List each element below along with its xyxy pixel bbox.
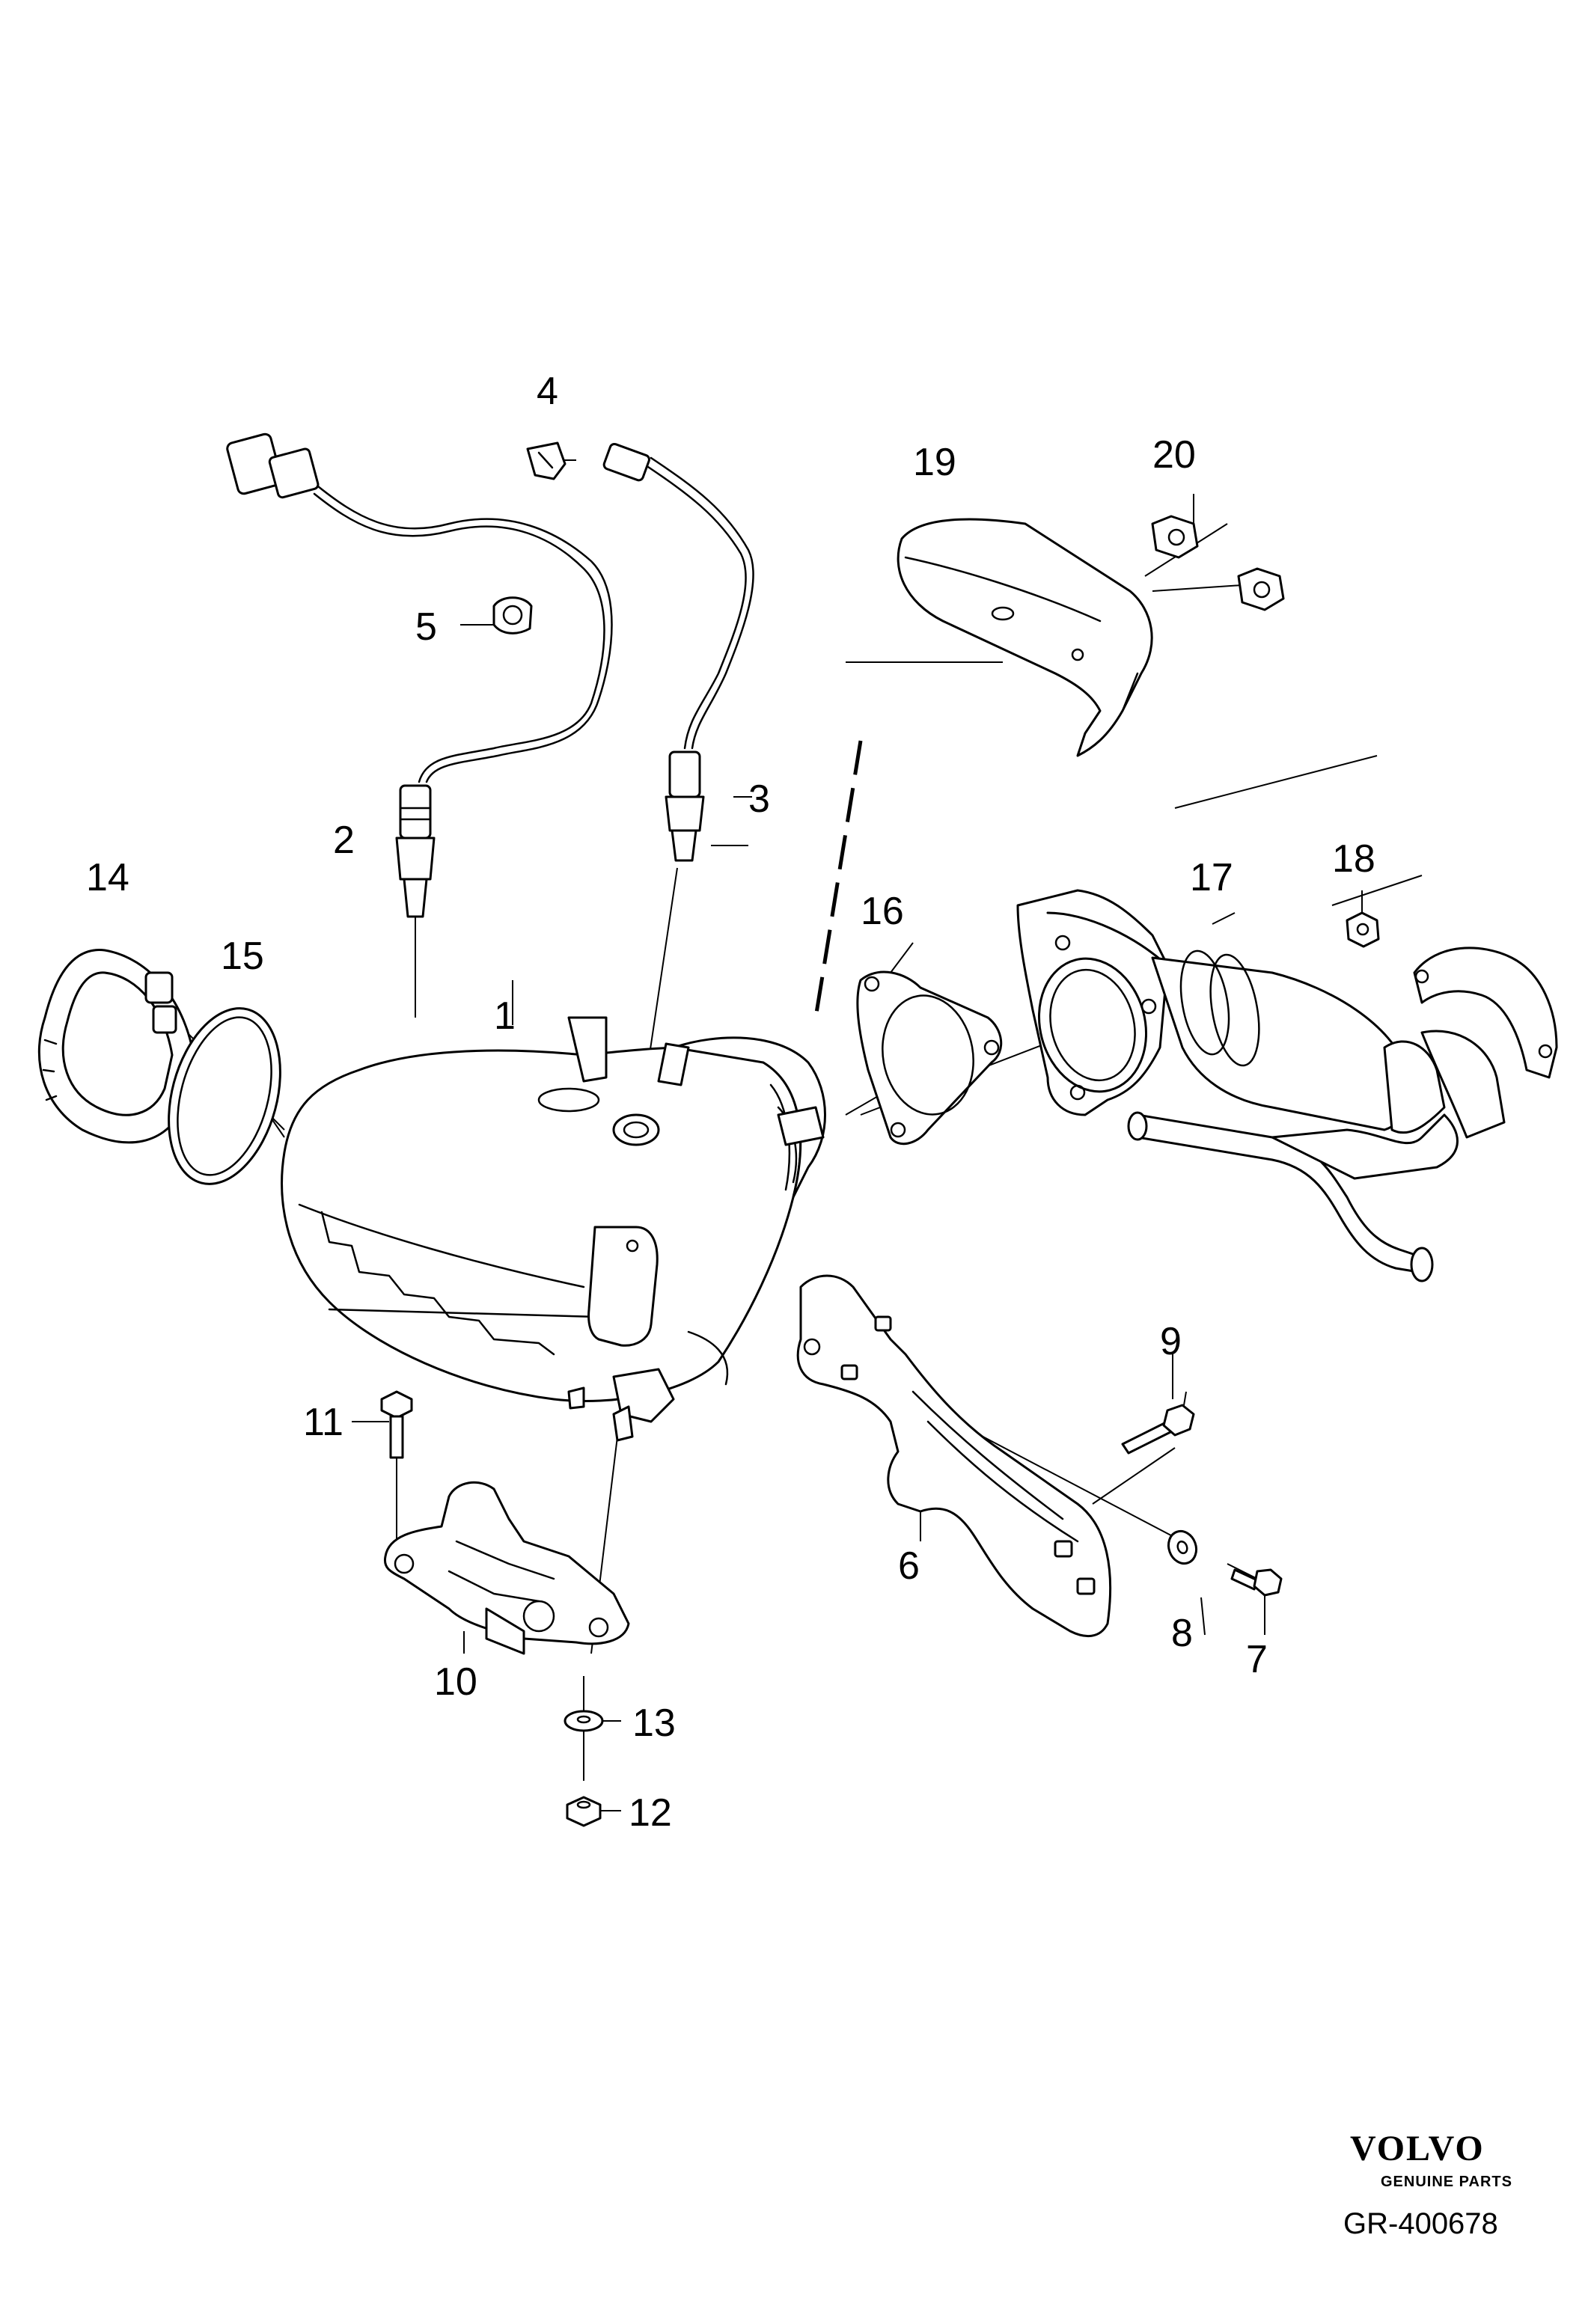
flange-gasket — [856, 970, 1003, 1146]
washer-8 — [1167, 1529, 1198, 1565]
cable-clip-4 — [526, 441, 567, 480]
callout-17: 17 — [1190, 856, 1233, 899]
nut-12 — [566, 1796, 602, 1827]
callout-16: 16 — [861, 890, 904, 933]
callout-1: 1 — [494, 994, 516, 1038]
callout-7: 7 — [1246, 1638, 1268, 1681]
genuine-parts-text: GENUINE PARTS — [1381, 2174, 1512, 2190]
gasket-ring — [168, 1007, 281, 1185]
catalytic-downpipe — [1016, 889, 1558, 1282]
callout-8: 8 — [1171, 1612, 1193, 1655]
heat-shield-lower — [796, 1274, 1112, 1638]
callout-3: 3 — [748, 777, 770, 821]
bolt-7 — [1230, 1568, 1283, 1597]
nut-18 — [1346, 911, 1380, 948]
bolt-11 — [380, 1390, 413, 1459]
callout-13: 13 — [632, 1701, 676, 1745]
bolt-9 — [1121, 1404, 1195, 1455]
diagram-reference: GR-400678 — [1343, 2207, 1498, 2240]
callout-5: 5 — [415, 605, 437, 649]
callout-12: 12 — [629, 1791, 672, 1835]
heat-shield-upper — [897, 518, 1153, 757]
volvo-branding: VOLVO GENUINE PARTS GR-400678 — [1343, 2129, 1512, 2240]
cable-clip-5 — [492, 596, 533, 634]
callout-20: 20 — [1152, 433, 1196, 477]
callout-14: 14 — [86, 856, 129, 899]
callout-6: 6 — [898, 1544, 920, 1588]
catalytic-converter — [281, 1016, 826, 1442]
washer-13 — [564, 1710, 604, 1732]
callout-15: 15 — [221, 935, 264, 978]
flange-nuts — [1151, 515, 1285, 611]
oxygen-sensor-rear — [602, 442, 754, 862]
mounting-bracket — [383, 1481, 630, 1655]
callout-10: 10 — [434, 1660, 477, 1704]
callout-19: 19 — [913, 441, 956, 484]
callout-2: 2 — [333, 819, 355, 862]
callout-labels: 1 2 3 4 5 6 7 8 9 10 11 12 13 14 15 16 1… — [86, 370, 1375, 1835]
oxygen-sensor-front — [226, 432, 613, 918]
volvo-logo-text: VOLVO — [1350, 2129, 1485, 2168]
callout-9: 9 — [1160, 1320, 1182, 1363]
callout-18: 18 — [1332, 837, 1375, 881]
callout-11: 11 — [303, 1401, 343, 1444]
callout-4: 4 — [537, 370, 558, 413]
